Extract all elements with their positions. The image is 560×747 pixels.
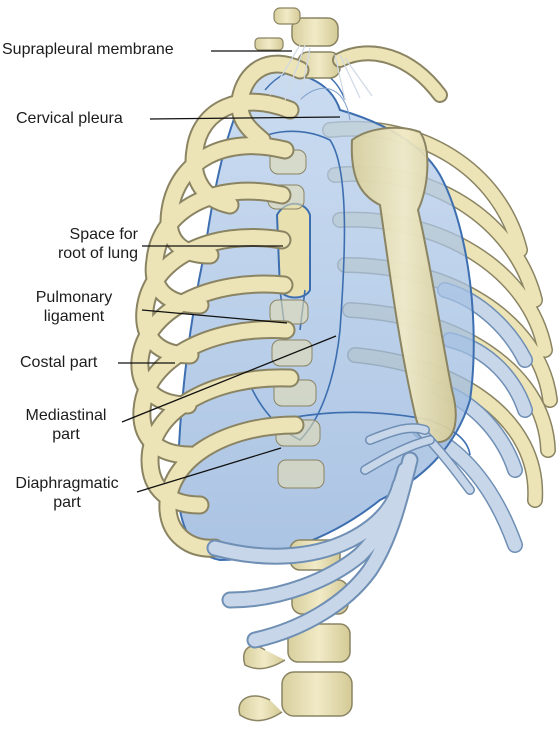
label-root-line2: root of lung <box>57 245 138 262</box>
label-mediastinal-line1: Mediastinal <box>25 407 107 424</box>
label-pulmonary-line2: ligament <box>43 308 105 325</box>
left-costal-cartilages <box>206 451 419 649</box>
leader-pulmonary <box>141 309 288 324</box>
label-pulmonary-line1: Pulmonary <box>35 289 113 306</box>
leader-mediastinal <box>121 335 337 423</box>
label-suprapleural-membrane: Suprapleural membrane <box>2 41 174 58</box>
label-cervical-pleura: Cervical pleura <box>16 110 123 127</box>
leader-diaphragmatic <box>136 447 282 493</box>
label-mediastinal-line2: part <box>52 426 80 443</box>
label-space-for-root-of-lung: Space for root of lung <box>8 225 138 263</box>
label-diaphragmatic-line2: part <box>53 494 81 511</box>
label-diaphragmatic-part: Diaphragmatic part <box>2 474 132 512</box>
suprapleural-fibres <box>269 44 373 101</box>
leader-lines <box>118 50 341 493</box>
label-pulmonary-ligament: Pulmonary ligament <box>14 288 134 326</box>
leader-cervical <box>149 116 341 120</box>
sternum <box>350 126 475 495</box>
label-mediastinal-part: Mediastinal part <box>6 406 126 444</box>
front-ribs <box>130 54 310 558</box>
label-costal-part: Costal part <box>20 354 98 371</box>
label-root-line1: Space for <box>69 226 138 243</box>
first-rib-heads <box>254 37 448 103</box>
label-diaphragmatic-line1: Diaphragmatic <box>15 475 119 492</box>
